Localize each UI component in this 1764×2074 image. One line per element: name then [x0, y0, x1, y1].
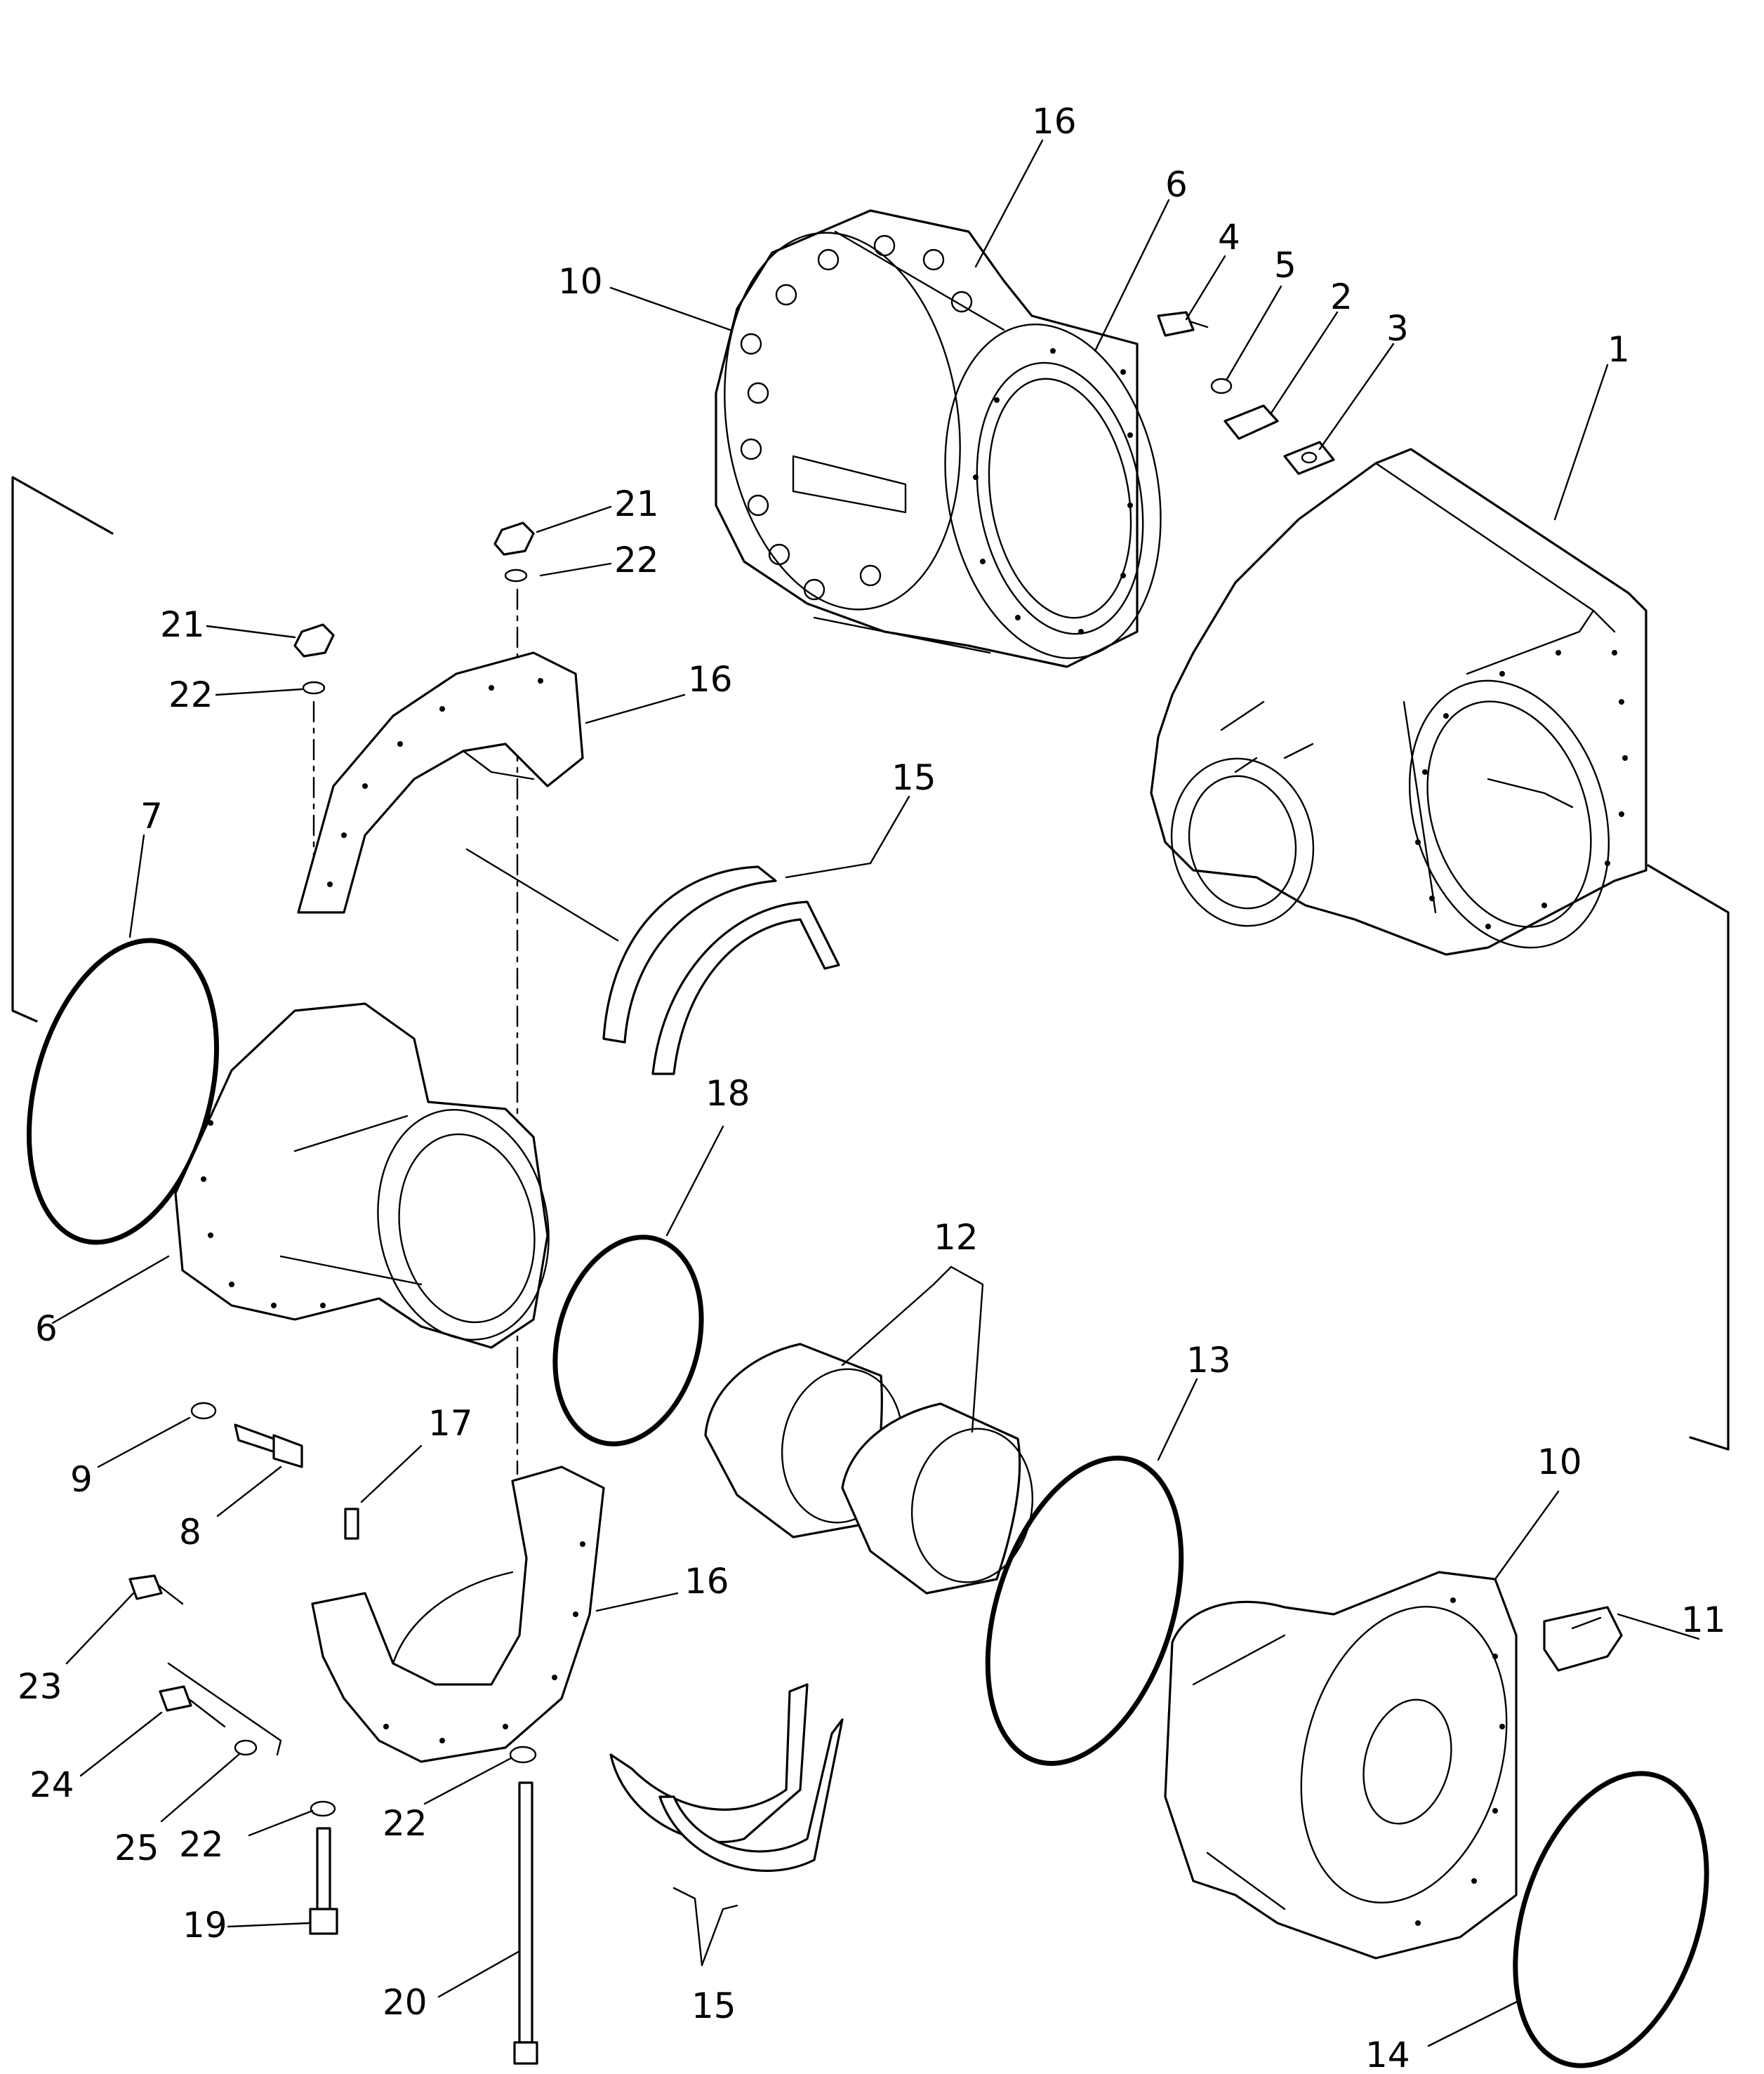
part-19-bolt [309, 1827, 338, 1935]
part-22-washer-lower-right [509, 1746, 537, 1764]
callout-6-top: 6 [1165, 164, 1188, 205]
part-11-bracket [1543, 1606, 1623, 1672]
part-4-bolt [1157, 311, 1209, 337]
part-1-case-housing [1150, 448, 1647, 956]
callout-17: 17 [428, 1403, 473, 1444]
part-24-bolt [159, 1685, 226, 1728]
callout-18: 18 [705, 1073, 750, 1114]
part-22-washer-upper [504, 569, 528, 583]
callout-15-upper: 15 [891, 757, 936, 798]
part-10-upper-cage-assembly [715, 209, 1162, 668]
part-13-o-ring [985, 1456, 1184, 1766]
callout-16-mid: 16 [688, 659, 733, 700]
callout-3: 3 [1386, 308, 1409, 349]
part-12-sleeves [704, 1343, 1034, 1595]
part-7-o-ring [27, 938, 219, 1245]
part-8-bolt [234, 1423, 303, 1468]
callout-5: 5 [1274, 245, 1297, 286]
callout-22-lower-right: 22 [383, 1803, 427, 1844]
callout-14: 14 [1365, 2035, 1410, 2074]
part-15-bearing-shell-lower [609, 1683, 844, 1873]
part-23-bolt [128, 1574, 184, 1605]
assembly-bracket-left [11, 476, 114, 1023]
callout-25: 25 [114, 1828, 159, 1868]
callout-2: 2 [1330, 277, 1353, 317]
callout-21-left: 21 [160, 604, 205, 645]
part-22-washer-left [302, 681, 326, 695]
callout-11: 11 [1681, 1600, 1726, 1640]
callout-16-lower: 16 [684, 1561, 729, 1602]
callout-20: 20 [383, 1982, 427, 2023]
callout-10-lower: 10 [1537, 1442, 1582, 1482]
part-25-washer [234, 1739, 258, 1756]
part-10-lower-cage [1164, 1571, 1518, 1960]
callout-22-upper: 22 [614, 540, 659, 580]
callout-12: 12 [934, 1217, 979, 1258]
assembly-bracket-right [1647, 864, 1730, 1451]
callout-8: 8 [179, 1512, 201, 1553]
callout-labels: 16 6 4 5 2 3 1 10 21 22 21 22 16 15 7 18… [18, 101, 1726, 2074]
part-18-o-ring [552, 1235, 704, 1447]
part-17-pin [344, 1508, 359, 1540]
leader-lines [51, 139, 1700, 2047]
part-16-lower-cage-half [311, 1465, 605, 1763]
callout-15-lower: 15 [691, 1986, 736, 2026]
part-3-plate [1283, 441, 1335, 475]
callout-9: 9 [70, 1459, 93, 1500]
callout-16-top: 16 [1032, 101, 1077, 142]
callout-6-left: 6 [35, 1308, 58, 1349]
part-20-stud [513, 1781, 538, 2065]
part-21-nut-upper [493, 521, 535, 556]
callout-21-upper: 21 [614, 484, 659, 524]
part-2-plate [1223, 404, 1279, 440]
callout-10-top: 10 [558, 261, 603, 302]
callout-13: 13 [1186, 1340, 1231, 1381]
part-5-washer [1210, 378, 1233, 394]
part-14-o-ring [1513, 1771, 1709, 2068]
part-16-upper-cage-half [297, 651, 584, 914]
part-9-washer [190, 1402, 217, 1420]
part-21-nut-left [293, 623, 335, 658]
callout-7: 7 [140, 796, 163, 837]
callout-4: 4 [1218, 217, 1240, 258]
part-15-bearing-shell-upper [602, 865, 840, 1075]
callout-23: 23 [18, 1666, 62, 1707]
part-6-lower-cage [174, 1002, 550, 1349]
callout-19: 19 [183, 1905, 227, 1946]
callout-1: 1 [1607, 329, 1630, 370]
callout-22-left: 22 [168, 674, 213, 715]
callout-22-lower-left: 22 [179, 1824, 224, 1865]
part-22-washer-lower-left [310, 1800, 336, 1817]
callout-24: 24 [29, 1764, 74, 1805]
